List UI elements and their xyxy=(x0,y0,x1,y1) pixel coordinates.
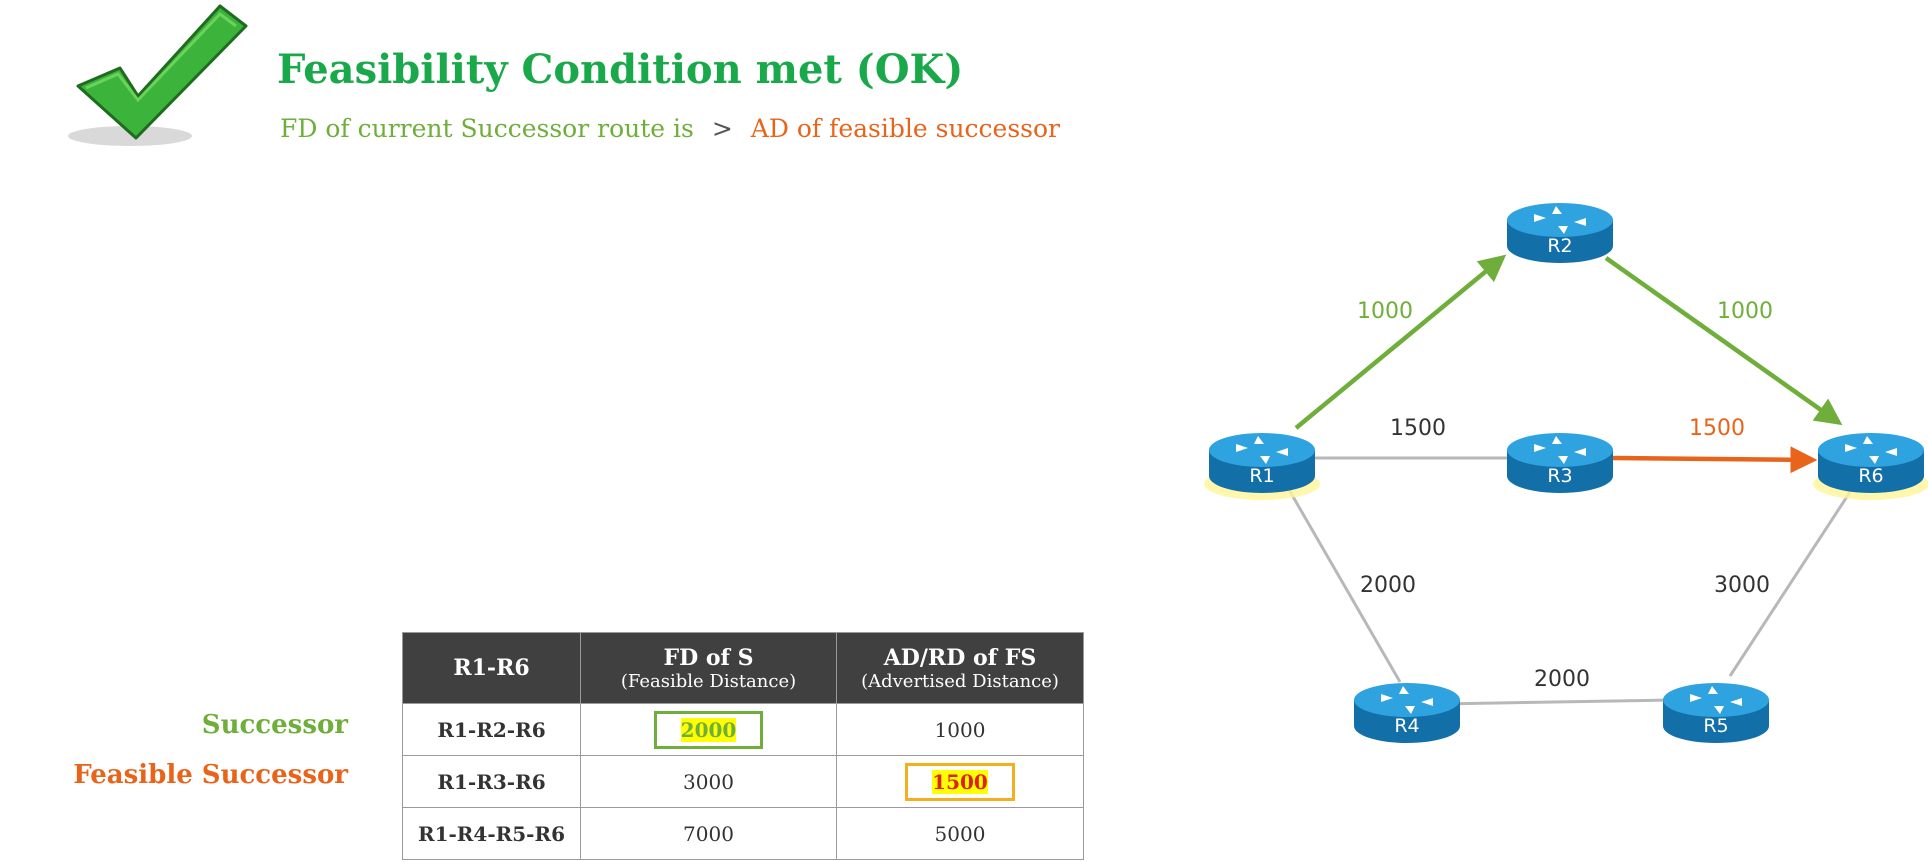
table-row: R1-R3-R6 3000 1500 xyxy=(402,755,1084,808)
router-r6: R6 xyxy=(1813,433,1928,500)
metric-r1-r2: 1000 xyxy=(1357,299,1413,324)
router-r2: R2 xyxy=(1507,203,1613,263)
metric-r1-r3: 1500 xyxy=(1390,416,1446,441)
metric-r3-r6: 1500 xyxy=(1689,416,1745,441)
link-r3-r6-feasible-successor xyxy=(1611,446,1818,474)
router-label-r1: R1 xyxy=(1249,465,1274,487)
fd-highlight-box: 2000 xyxy=(653,710,764,749)
route-cell: R1-R3-R6 xyxy=(402,755,581,808)
header-fd-label: FD of S xyxy=(663,644,754,671)
header-ad-label: AD/RD of FS xyxy=(883,644,1037,671)
header-fd: FD of S (Feasible Distance) xyxy=(580,632,837,704)
ad-cell: 1500 xyxy=(836,755,1084,808)
router-label-r6: R6 xyxy=(1858,465,1883,487)
router-r5: R5 xyxy=(1663,683,1769,743)
metric-r2-r6: 1000 xyxy=(1717,299,1773,324)
header-route-label: R1-R6 xyxy=(453,655,530,681)
router-r4: R4 xyxy=(1354,683,1460,743)
subtitle-right: AD of feasible successor xyxy=(750,114,1061,143)
router-label-r3: R3 xyxy=(1547,465,1572,487)
fd-cell: 3000 xyxy=(580,755,837,808)
router-label-r4: R4 xyxy=(1394,715,1419,737)
router-r1: R1 xyxy=(1204,433,1320,500)
ad-value-highlighted: 1500 xyxy=(932,769,988,794)
metric-r4-r5: 2000 xyxy=(1534,667,1590,692)
feasible-successor-label: Feasible Successor xyxy=(73,760,348,790)
route-cell: R1-R2-R6 xyxy=(402,703,581,756)
link-r1-r4 xyxy=(1286,487,1402,683)
page-title: Feasibility Condition met (OK) xyxy=(277,46,964,93)
table-row: R1-R2-R6 2000 1000 xyxy=(402,703,1084,756)
header-ad-sublabel: (Advertised Distance) xyxy=(861,670,1059,692)
link-r4-r5 xyxy=(1439,698,1671,706)
ad-cell: 5000 xyxy=(836,807,1084,860)
link-r1-r2-successor xyxy=(1294,254,1507,430)
router-r3: R3 xyxy=(1507,433,1613,493)
header-ad: AD/RD of FS (Advertised Distance) xyxy=(836,632,1084,704)
router-label-r2: R2 xyxy=(1547,235,1572,257)
link-r2-r6-successor xyxy=(1604,256,1843,426)
link-r5-r6 xyxy=(1728,491,1852,677)
ad-highlight-box: 1500 xyxy=(905,762,1015,801)
table-header-row: R1-R6 FD of S (Feasible Distance) AD/RD … xyxy=(402,632,1084,704)
successor-label: Successor xyxy=(201,710,348,740)
feasibility-condition-statement: FD of current Successor route is > AD of f… xyxy=(280,114,1060,143)
header-route: R1-R6 xyxy=(402,632,581,704)
checkmark-icon xyxy=(68,4,248,146)
metric-r5-r6: 3000 xyxy=(1714,573,1770,598)
metric-r1-r4: 2000 xyxy=(1360,573,1416,598)
subtitle-operator: > xyxy=(711,114,733,143)
fd-cell: 7000 xyxy=(580,807,837,860)
route-cell: R1-R4-R5-R6 xyxy=(402,807,581,860)
ad-cell: 1000 xyxy=(836,703,1084,756)
subtitle-left: FD of current Successor route is xyxy=(280,114,694,143)
header-fd-sublabel: (Feasible Distance) xyxy=(620,670,797,692)
fd-value-highlighted: 2000 xyxy=(680,717,737,742)
router-label-r5: R5 xyxy=(1703,715,1728,737)
metrics-table: R1-R6 FD of S (Feasible Distance) AD/RD … xyxy=(402,632,1084,860)
fd-cell: 2000 xyxy=(580,703,837,756)
table-row: R1-R4-R5-R6 7000 5000 xyxy=(402,807,1084,860)
